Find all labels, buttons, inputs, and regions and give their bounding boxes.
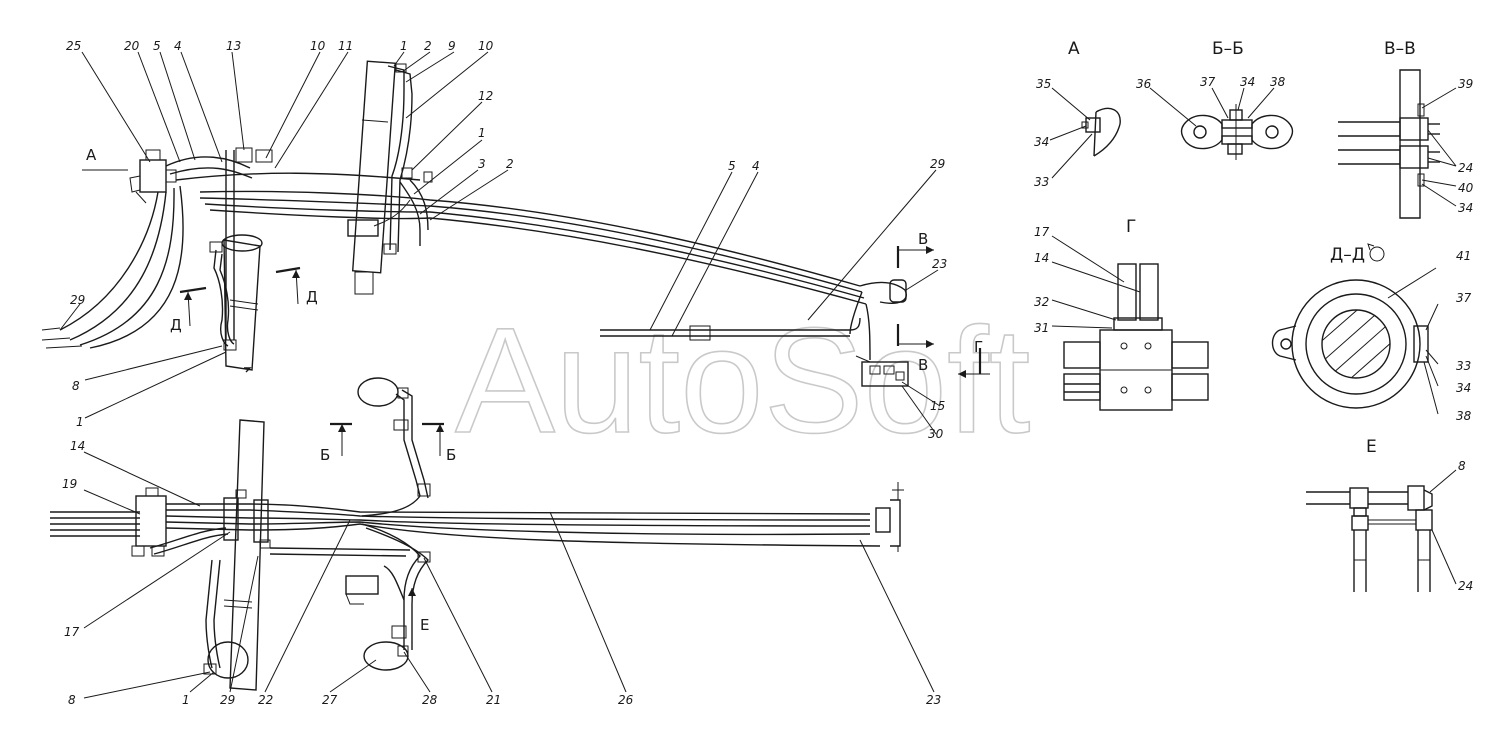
callout: 29 bbox=[930, 157, 945, 171]
callout: 9 bbox=[448, 39, 456, 53]
callout: 20 bbox=[124, 39, 140, 53]
detail-view-vv: В–В 39 24 40 34 bbox=[1338, 39, 1474, 219]
callout: 1 bbox=[182, 693, 190, 707]
callout: 33 bbox=[1456, 359, 1471, 373]
callout: 27 bbox=[322, 693, 338, 707]
callout: 37 bbox=[1200, 75, 1216, 89]
callout: 4 bbox=[752, 159, 760, 173]
cylinder-upper bbox=[347, 60, 397, 295]
callout: 4 bbox=[174, 39, 182, 53]
callout: 34 bbox=[1240, 75, 1255, 89]
mark-v-bottom: В bbox=[918, 356, 928, 374]
detail-view-e: Е 8 24 bbox=[1306, 437, 1473, 593]
callout: 17 bbox=[64, 625, 80, 639]
callout: 38 bbox=[1270, 75, 1286, 89]
mark-b-left: Б bbox=[320, 446, 330, 464]
callout: 13 bbox=[226, 39, 241, 53]
callout: 8 bbox=[72, 379, 80, 393]
callout: 23 bbox=[926, 693, 941, 707]
callout: 10 bbox=[310, 39, 326, 53]
callout: 29 bbox=[70, 293, 85, 307]
bottom-view-assembly bbox=[50, 377, 904, 691]
callout: 37 bbox=[1456, 291, 1472, 305]
callout: 22 bbox=[258, 693, 273, 707]
callout: 29 bbox=[220, 693, 235, 707]
valve-block-right bbox=[855, 355, 909, 387]
callout: 1 bbox=[400, 39, 408, 53]
callout: 3 bbox=[478, 157, 486, 171]
view-e-title: Е bbox=[1366, 437, 1377, 457]
callout: 2 bbox=[506, 157, 514, 171]
view-bb-title: Б–Б bbox=[1212, 39, 1244, 59]
section-marks: А Б Б Д Д В В Г Е bbox=[86, 146, 990, 634]
watermark: AutoSoft bbox=[455, 296, 1030, 464]
view-vv-title: В–В bbox=[1384, 39, 1416, 59]
callout: 24 bbox=[1458, 161, 1473, 175]
callout: 21 bbox=[486, 693, 501, 707]
callout-numbers-bottom: 14 19 17 8 1 29 22 27 28 21 26 23 bbox=[62, 439, 941, 707]
callout: 38 bbox=[1456, 409, 1472, 423]
mark-b-right: Б bbox=[446, 446, 456, 464]
callout: 25 bbox=[66, 39, 81, 53]
mark-d-right: Д bbox=[306, 288, 318, 306]
view-dd-title: Д–Д bbox=[1330, 245, 1365, 265]
callout: 32 bbox=[1034, 295, 1049, 309]
mark-d-left: Д bbox=[170, 316, 182, 334]
callout: 41 bbox=[1456, 249, 1471, 263]
detail-view-dd: Д–Д 41 37 33 34 38 bbox=[1271, 243, 1472, 423]
callout: 10 bbox=[478, 39, 494, 53]
callout: 2 bbox=[424, 39, 432, 53]
mark-e: Е bbox=[420, 616, 429, 634]
callout: 34 bbox=[1458, 201, 1473, 215]
view-a-title: А bbox=[1068, 39, 1080, 59]
valve-block-top bbox=[129, 149, 177, 204]
mark-a: А bbox=[86, 146, 97, 164]
callout: 24 bbox=[1458, 579, 1473, 593]
callout: 14 bbox=[70, 439, 85, 453]
callout: 11 bbox=[338, 39, 353, 53]
callout: 34 bbox=[1456, 381, 1471, 395]
callout: 8 bbox=[1458, 459, 1466, 473]
callout: 5 bbox=[728, 159, 736, 173]
callout: 14 bbox=[1034, 251, 1049, 265]
callout: 39 bbox=[1458, 77, 1473, 91]
callout: 35 bbox=[1036, 77, 1051, 91]
callout: 1 bbox=[76, 415, 84, 429]
callout: 28 bbox=[422, 693, 438, 707]
callout: 5 bbox=[153, 39, 161, 53]
view-g-title: Г bbox=[1126, 217, 1136, 237]
callout: 31 bbox=[1034, 321, 1049, 335]
callout: 36 bbox=[1136, 77, 1152, 91]
detail-view-bb: Б–Б 36 37 34 38 bbox=[1136, 39, 1294, 160]
callout: 1 bbox=[478, 126, 486, 140]
mark-g: Г bbox=[974, 338, 983, 356]
callout: 19 bbox=[62, 477, 77, 491]
callout: 23 bbox=[932, 257, 947, 271]
callout: 12 bbox=[478, 89, 493, 103]
callout: 30 bbox=[928, 427, 944, 441]
leader-lines bbox=[59, 51, 941, 699]
callout: 26 bbox=[618, 693, 634, 707]
detail-view-a: А 35 34 33 bbox=[1034, 39, 1121, 189]
detail-view-g: Г 17 14 32 31 bbox=[1034, 217, 1209, 411]
mark-v-top: В bbox=[918, 230, 928, 248]
rotate-icon bbox=[1369, 246, 1385, 262]
callout: 15 bbox=[930, 399, 945, 413]
callout: 17 bbox=[1034, 225, 1050, 239]
callout: 40 bbox=[1458, 181, 1474, 195]
callout: 34 bbox=[1034, 135, 1049, 149]
callout-numbers-top: 25 20 5 4 13 10 11 1 2 9 10 12 1 3 2 5 4… bbox=[66, 39, 947, 441]
callout: 8 bbox=[68, 693, 76, 707]
callout: 33 bbox=[1034, 175, 1049, 189]
